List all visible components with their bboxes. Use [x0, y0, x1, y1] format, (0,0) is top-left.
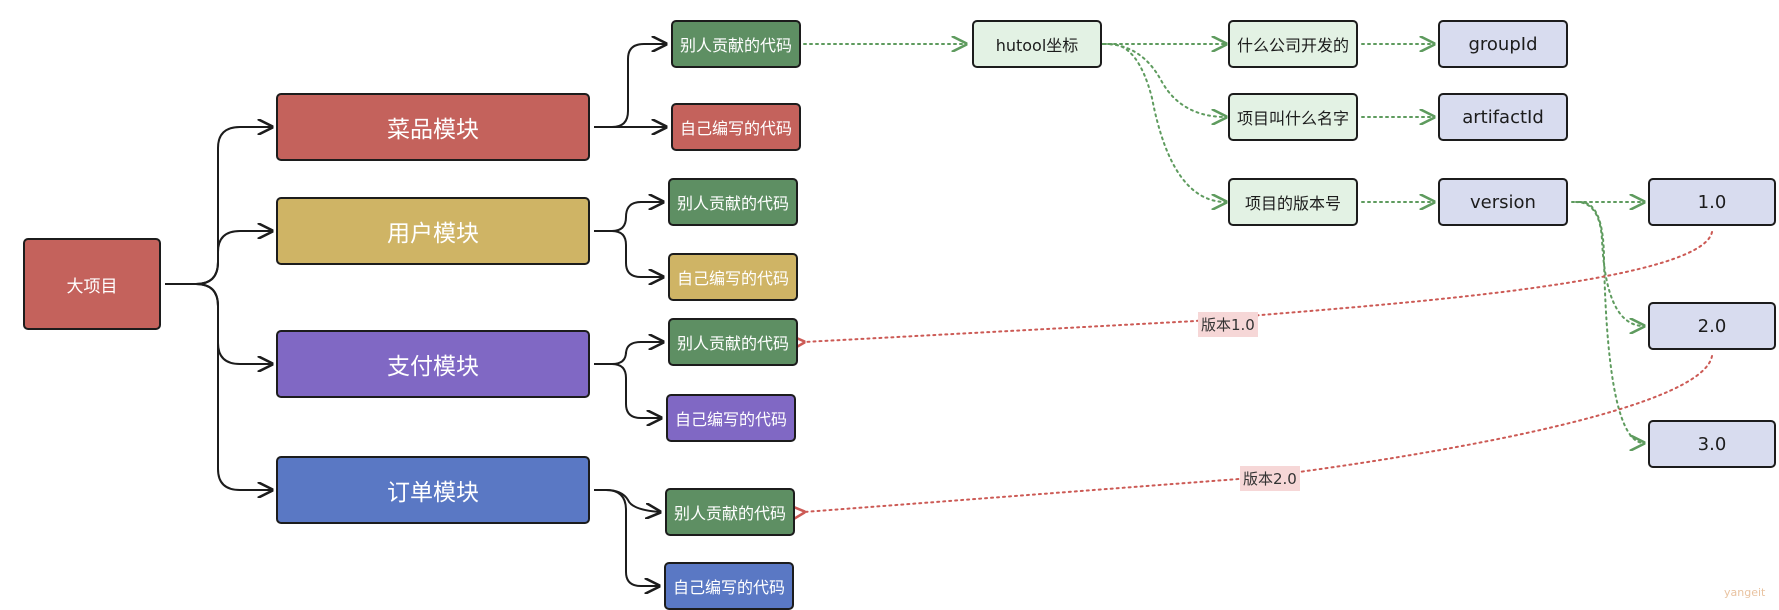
edge-m2-others — [594, 202, 663, 232]
m2-own-code: 自己编写的代码 — [668, 253, 798, 301]
m3-others-code: 别人贡献的代码 — [668, 318, 798, 366]
m1-own-code: 自己编写的代码 — [671, 103, 801, 151]
m1-others-code: 别人贡献的代码 — [671, 20, 801, 68]
version-3-0: 3.0 — [1648, 420, 1776, 468]
version-2-0: 2.0 — [1648, 302, 1776, 350]
m4-others-code: 别人贡献的代码 — [665, 488, 795, 536]
edge-m3-own — [611, 363, 661, 418]
edge-m1-others — [594, 44, 666, 128]
field-groupid: groupId — [1438, 20, 1568, 68]
edge-hutool-q2 — [1103, 43, 1226, 117]
edge-v1-to-m3-others — [804, 231, 1713, 342]
edge-m2-own — [611, 230, 663, 277]
edge-root-module-4 — [195, 283, 272, 490]
question-project-name: 项目叫什么名字 — [1228, 93, 1358, 141]
m4-own-code: 自己编写的代码 — [664, 562, 794, 610]
edge-root-module-2 — [195, 231, 272, 285]
edge-version-v3 — [1579, 201, 1644, 443]
edge-m4-others — [594, 489, 660, 512]
module-payment: 支付模块 — [276, 330, 590, 398]
edge-hutool-q3 — [1109, 43, 1226, 202]
hutool-coordinate-node: hutool坐标 — [972, 20, 1102, 68]
edge-version-v2 — [1575, 201, 1644, 326]
module-user: 用户模块 — [276, 197, 590, 265]
m3-own-code: 自己编写的代码 — [666, 394, 796, 442]
question-company: 什么公司开发的 — [1228, 20, 1358, 68]
watermark: yangeit — [1724, 586, 1766, 599]
module-dish: 菜品模块 — [276, 93, 590, 161]
m2-others-code: 别人贡献的代码 — [668, 178, 798, 226]
question-version: 项目的版本号 — [1228, 178, 1358, 226]
edge-root-module-3 — [195, 283, 272, 364]
field-version: version — [1438, 178, 1568, 226]
field-artifactid: artifactId — [1438, 93, 1568, 141]
edge-label-version-1: 版本1.0 — [1198, 312, 1258, 337]
edge-m4-own — [605, 489, 659, 586]
root-node: 大项目 — [23, 238, 161, 330]
edge-label-version-2: 版本2.0 — [1240, 466, 1300, 491]
version-1-0: 1.0 — [1648, 178, 1776, 226]
edge-m3-others — [594, 342, 663, 365]
module-order: 订单模块 — [276, 456, 590, 524]
